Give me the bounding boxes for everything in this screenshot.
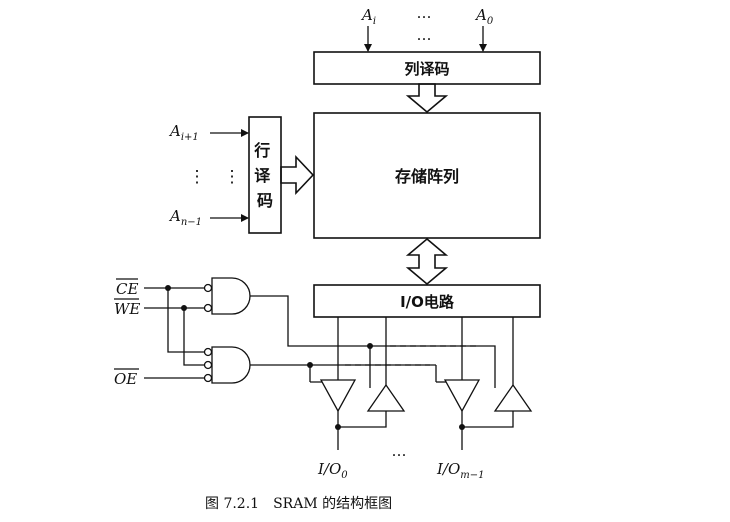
column-decoder-label: 列译码	[404, 60, 449, 78]
figure-caption: 图 7.2.1 SRAM 的结构框图	[205, 496, 392, 512]
and-gate-read-invert-bubble-1	[203, 347, 213, 357]
and-gate-write-invert-bubble-1	[203, 283, 213, 293]
io-m1-feedback	[462, 411, 514, 428]
io-0-feedback	[338, 411, 387, 428]
junction-read-0	[307, 362, 313, 368]
row-addr-first-label: Ai+1	[168, 122, 199, 143]
and-gate-read-invert-bubble-2	[203, 360, 213, 370]
io-pin-m1-label: I/Om−1	[436, 460, 485, 481]
row-addr-last-label: An−1	[168, 207, 202, 228]
and-gate-read	[211, 346, 251, 384]
col-addr-ellipsis-1: …	[417, 4, 432, 22]
io-ellipsis: …	[392, 442, 407, 460]
oe-label: OE	[114, 370, 137, 388]
junction-io-m1	[459, 424, 465, 430]
col-addr-high-label: Ai	[360, 6, 376, 27]
and-gate-write	[211, 277, 251, 315]
storage-array-label: 存储阵列	[395, 167, 459, 186]
write-control-line	[250, 295, 496, 388]
junction-write-0	[367, 343, 373, 349]
input-buffer-m1	[493, 383, 533, 412]
row-addr-ellipsis-1: ⋮	[189, 167, 206, 187]
and-gate-read-invert-bubble-3	[203, 373, 213, 383]
col-addr-ellipsis-2: …	[417, 26, 432, 44]
ce-label: CE	[116, 280, 138, 298]
we-branch	[183, 308, 204, 366]
and-gate-write-invert-bubble-2	[203, 303, 213, 313]
output-buffer-0	[319, 379, 357, 413]
io-pin-0-label: I/O0	[317, 460, 348, 481]
ce-branch	[167, 288, 204, 353]
junction-ce	[165, 285, 171, 291]
io-circuit-label: I/O电路	[400, 293, 455, 311]
column-to-array-arrow	[405, 83, 449, 114]
input-buffer-0	[366, 383, 406, 412]
we-label: WE	[114, 300, 140, 318]
junction-io-0	[335, 424, 341, 430]
row-decoder-label: 行 译 码	[253, 141, 276, 210]
output-buffer-m1	[443, 379, 481, 413]
row-addr-ellipsis-2: ⋮	[224, 167, 241, 187]
row-to-array-arrow	[280, 154, 315, 196]
junction-we	[181, 305, 187, 311]
col-addr-low-label: A0	[474, 6, 494, 27]
array-io-double-arrow	[405, 237, 449, 286]
